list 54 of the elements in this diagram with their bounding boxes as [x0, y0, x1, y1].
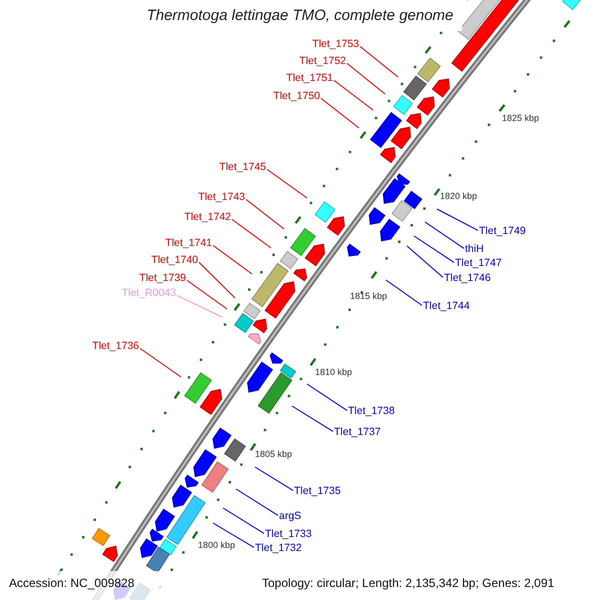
gene-label: Tlet_R0043 [122, 287, 176, 299]
gene-label: Tlet_1750 [273, 90, 320, 102]
gene-label: argS [279, 510, 302, 522]
position-label: 1810 kbp [315, 367, 352, 377]
leader-line [254, 466, 294, 491]
gene-label: Tlet_1749 [479, 225, 526, 237]
leader-line [292, 406, 334, 432]
leader-line [212, 244, 252, 274]
gene-label: Tlet_1741 [165, 237, 212, 249]
leader-line [212, 522, 254, 548]
leader-line [306, 384, 348, 411]
gene-label: Tlet_1752 [299, 55, 346, 67]
position-label: 1800 kbp [198, 540, 236, 550]
gene-label: Tlet_1738 [348, 405, 395, 417]
gene-label: Tlet_1740 [151, 254, 198, 266]
leader-line [386, 280, 422, 306]
leader-line [436, 208, 478, 231]
gene-label: Tlet_1744 [423, 300, 470, 312]
leader-line [334, 80, 374, 110]
gene-label: Tlet_1753 [312, 38, 359, 50]
leader-line [232, 218, 272, 248]
position-label: 1805 kbp [255, 449, 292, 459]
gene-label: Tlet_1736 [92, 340, 139, 352]
leader-line [140, 348, 182, 378]
gene-label: Tlet_1742 [184, 211, 231, 223]
leader-line [414, 236, 454, 263]
position-label: 1825 kbp [502, 113, 540, 123]
gene-label: thiH [465, 243, 484, 255]
leader-line [266, 168, 308, 198]
accession-text: Accession: NC_009828 [9, 576, 134, 590]
leader-line [346, 62, 386, 94]
gene-label: Tlet_1751 [286, 72, 333, 84]
leader-line [424, 222, 464, 249]
gene-label: Tlet_1747 [455, 257, 502, 269]
gene-label: Tlet_1737 [334, 426, 381, 438]
leader-line [198, 262, 236, 298]
position-label: 1820 kbp [440, 191, 478, 201]
leader-line [176, 294, 222, 318]
leader-line [320, 98, 360, 128]
leader-line [406, 246, 444, 278]
gene-label: Tlet_1745 [219, 161, 266, 173]
gene-label: Tlet_1733 [265, 528, 312, 540]
leader-line [186, 280, 228, 310]
gene-label: Tlet_1739 [139, 272, 186, 284]
leader-line [236, 488, 278, 516]
position-label: 1815 kbp [350, 291, 388, 301]
gene-label: Tlet_1743 [198, 191, 245, 203]
leader-line [246, 198, 284, 230]
genome-stats-text: Topology: circular; Length: 2,135,342 bp; Genes: 2,091 [262, 576, 554, 590]
leader-line [360, 46, 398, 78]
gene-label: Tlet_1746 [444, 272, 491, 284]
leader-line [222, 508, 264, 534]
gene-label: Tlet_1735 [294, 485, 341, 497]
gene-label: Tlet_1732 [255, 542, 302, 554]
